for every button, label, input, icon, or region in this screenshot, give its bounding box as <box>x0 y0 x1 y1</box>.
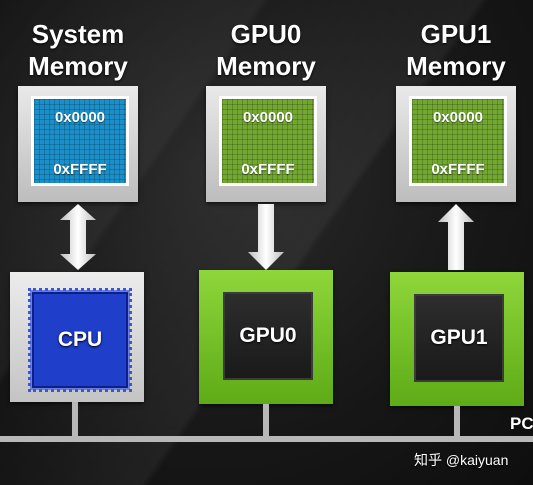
system-memory-block: 0x0000 0xFFFF <box>18 86 138 202</box>
gpu1-memory-addr-end: 0xFFFF <box>431 161 485 178</box>
gpu1-label: GPU1 <box>430 326 488 349</box>
gpu1-bus-connector <box>454 406 460 438</box>
gpu0-memory-title: GPU0 Memory <box>206 18 326 82</box>
watermark: 知乎 @kaiyuan <box>414 452 509 468</box>
pci-bus-label: PC <box>510 414 533 433</box>
gpu1-memory-addr-start: 0x0000 <box>432 109 484 126</box>
system-memory-address-space: 0x0000 0xFFFF <box>31 96 129 186</box>
gpu0-bus-connector <box>263 404 269 438</box>
gpu0-memory-arrow <box>248 204 284 270</box>
system-memory-title-line2: Memory <box>28 51 128 81</box>
gpu0-memory-title-line2: Memory <box>216 51 316 81</box>
gpu1-memory-title: GPU1 Memory <box>396 18 516 82</box>
gpu0-label: GPU0 <box>239 324 297 347</box>
gpu1-memory-arrow <box>438 204 474 270</box>
gpu0-memory-address-space: 0x0000 0xFFFF <box>219 96 317 186</box>
gpu0-chip: GPU0 <box>223 292 313 380</box>
gpu0-memory-title-line1: GPU0 <box>230 19 302 49</box>
gpu0-block: GPU0 <box>199 270 333 404</box>
gpu1-memory-title-line1: GPU1 <box>420 19 492 49</box>
gpu1-block: GPU1 <box>390 272 524 406</box>
cpu-block: CPU <box>10 272 144 402</box>
system-memory-addr-start: 0x0000 <box>54 109 106 126</box>
cpu-bus-connector <box>72 402 78 438</box>
gpu1-memory-address-space: 0x0000 0xFFFF <box>409 96 507 186</box>
cpu-chip: CPU <box>28 288 132 392</box>
cpu-label: CPU <box>57 328 103 351</box>
gpu0-memory-addr-end: 0xFFFF <box>241 161 295 178</box>
system-memory-title-line1: System <box>31 19 125 49</box>
gpu1-memory-title-line2: Memory <box>406 51 506 81</box>
pci-bus-line <box>0 436 533 442</box>
system-memory-addr-end: 0xFFFF <box>53 161 107 178</box>
gpu1-memory-block: 0x0000 0xFFFF <box>396 86 516 202</box>
system-memory-title: System Memory <box>18 18 138 82</box>
gpu1-chip: GPU1 <box>414 294 504 382</box>
cpu-memory-double-arrow <box>60 204 96 270</box>
gpu0-memory-addr-start: 0x0000 <box>242 109 294 126</box>
gpu0-memory-block: 0x0000 0xFFFF <box>206 86 326 202</box>
